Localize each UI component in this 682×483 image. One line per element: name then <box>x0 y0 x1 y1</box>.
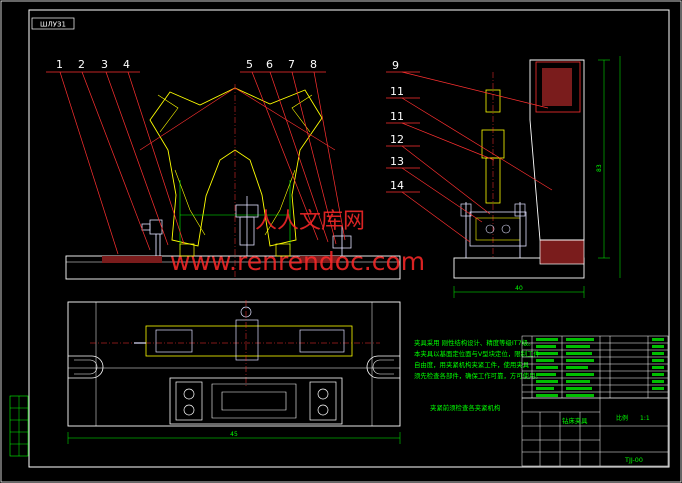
watermark-cn: 人人文库网 <box>255 209 365 234</box>
drawing-frame <box>28 9 670 468</box>
part-number: 8 <box>310 58 317 71</box>
fixture-body <box>179 180 291 250</box>
side-base <box>453 257 585 279</box>
part-number: 7 <box>288 58 295 71</box>
left-clamp-bolt <box>141 219 163 256</box>
bom-fill <box>536 338 664 397</box>
tech-note: 本夹具以基面定位面与V型块定位，限制工件 <box>414 349 540 358</box>
watermark-url: www.renrendoc.com <box>170 247 425 276</box>
part-number: 12 <box>390 133 404 146</box>
part-number: 13 <box>390 155 404 168</box>
part-number: 4 <box>123 58 130 71</box>
part-number: 14 <box>390 179 404 192</box>
part-number: 1 <box>56 58 63 71</box>
base-plate <box>65 255 401 280</box>
leaders-right <box>386 71 553 243</box>
u-slot-left <box>68 355 104 379</box>
top-base-plate <box>67 301 401 427</box>
part-number: 11 <box>390 85 404 98</box>
drawing-name: 钻床夹具 <box>562 416 588 425</box>
side-clamp-block <box>469 211 527 247</box>
part-number: 5 <box>246 58 253 71</box>
tech-note: 须先检查各部件，确保工作可靠，方可使用。 <box>414 371 542 380</box>
u-slot-right <box>366 355 400 379</box>
left-margin-stamp <box>9 395 29 457</box>
tech-note-bottom: 夹紧前须检查各夹紧机构 <box>430 403 500 412</box>
scale-label: 比例 <box>616 414 628 422</box>
scale-value: 1:1 <box>640 415 650 422</box>
title-tag: ШЛУЗ1 <box>40 21 66 29</box>
tech-note: 夹具采用 刚性结构设计、精度等级IT7级。 <box>414 338 535 347</box>
front-view <box>65 84 401 280</box>
center-clamp-bolt <box>235 196 259 256</box>
top-view: 45 <box>67 300 401 444</box>
bill-of-materials <box>521 335 669 399</box>
top-workpiece <box>145 325 353 357</box>
title-tag-box <box>31 17 75 30</box>
base-hatch <box>102 256 162 263</box>
tech-note: 自由度，用夹紧机构夹紧工件，使用夹具 <box>414 360 530 369</box>
title-block <box>521 397 669 467</box>
part-numbers-left: 1 2 3 4 5 6 7 8 <box>56 58 317 71</box>
part-number: 11 <box>390 110 404 123</box>
workpiece-outline <box>149 87 323 247</box>
technical-notes: 夹具采用 刚性结构设计、精度等级IT7级。 本夹具以基面定位面与V型块定位，限制… <box>414 338 542 412</box>
dimension-overall-length: 45 <box>230 431 238 438</box>
right-clamp-bolt <box>332 226 352 256</box>
support-column <box>529 59 585 241</box>
dimension-right-height: 83 <box>596 164 603 172</box>
top-support-block <box>169 377 343 425</box>
leaders-left <box>46 71 346 255</box>
part-number: 2 <box>78 58 85 71</box>
part-number: 6 <box>266 58 273 71</box>
part-numbers-right: 9 11 11 12 13 14 <box>390 59 404 192</box>
drawing-code: TJJ-00 <box>624 456 643 464</box>
part-number: 9 <box>392 59 399 72</box>
dimension-right-width: 40 <box>515 285 523 292</box>
yellow-post <box>485 89 501 113</box>
side-view: 83 40 <box>453 56 621 298</box>
part-number: 3 <box>101 58 108 71</box>
